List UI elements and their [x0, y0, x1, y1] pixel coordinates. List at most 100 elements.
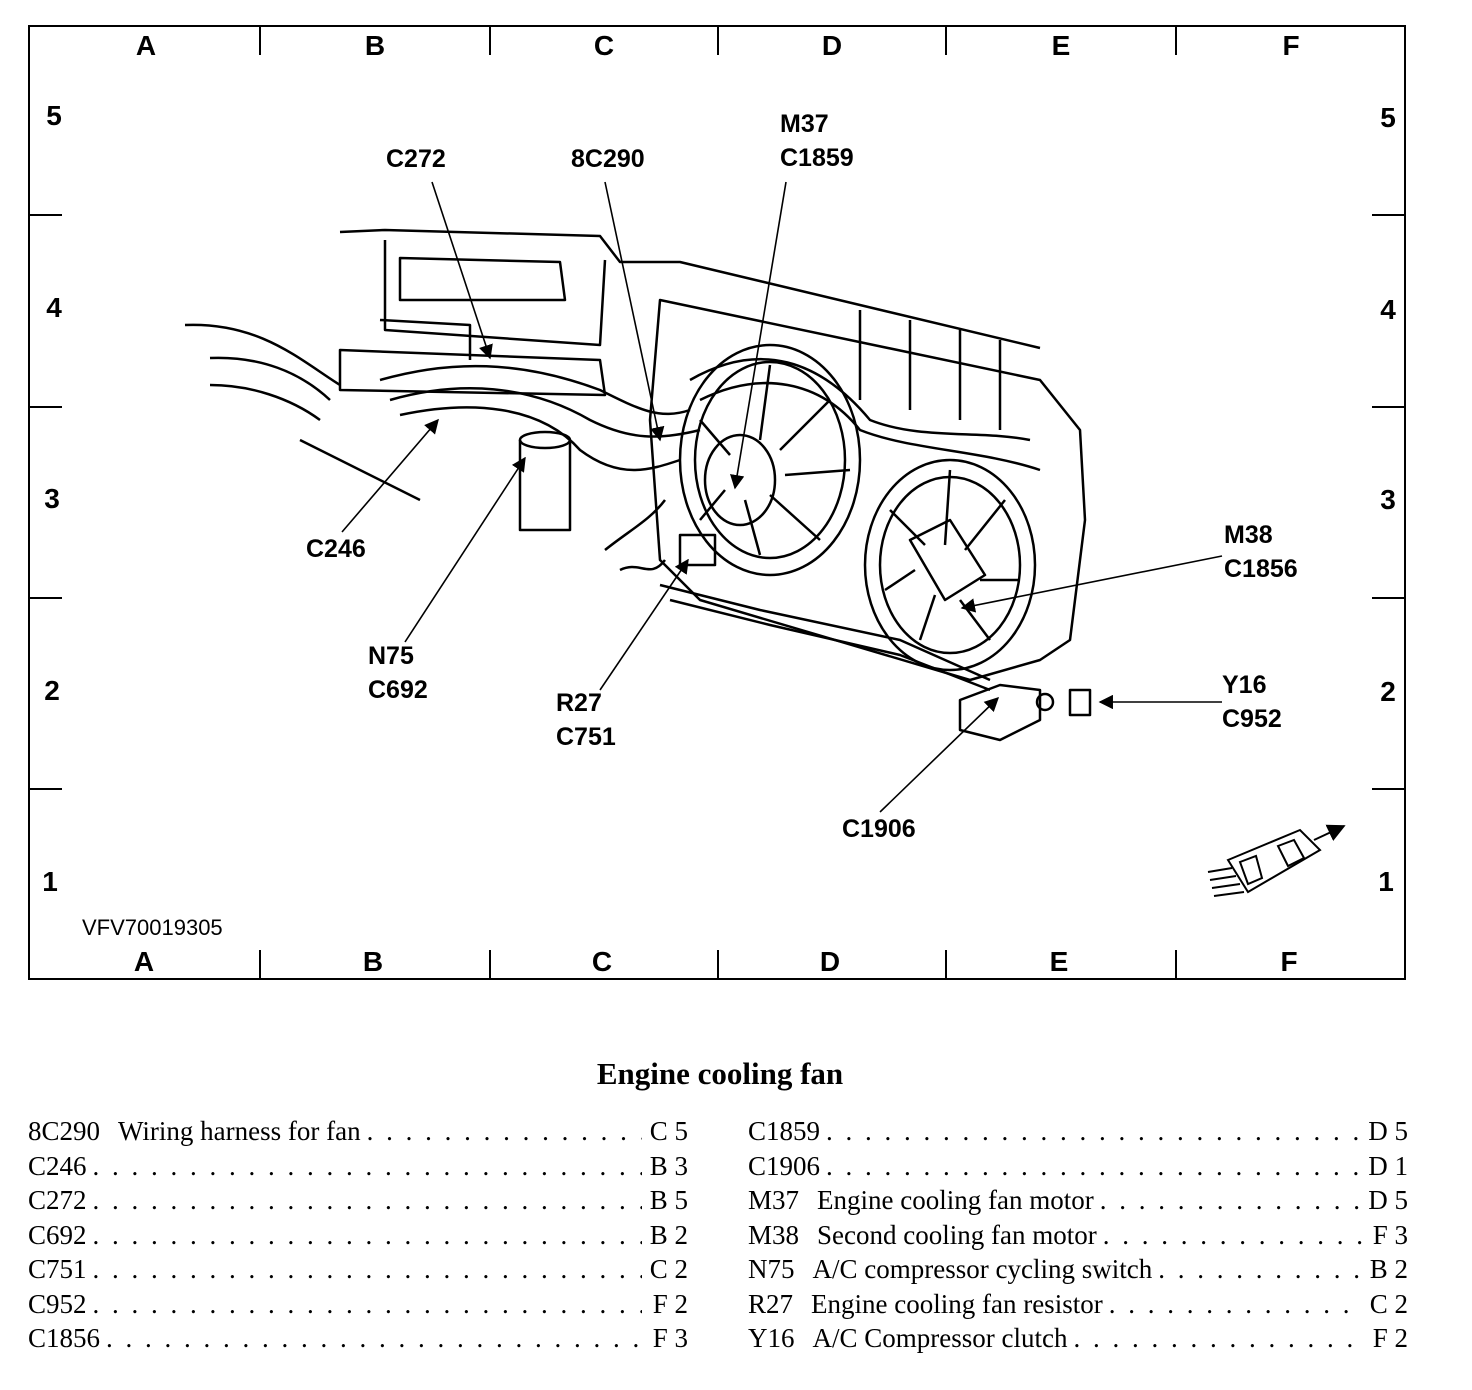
column-label-top-f: F: [1282, 30, 1300, 61]
figure-title: Engine cooling fan: [596, 1056, 844, 1091]
leader-dots: [1103, 1220, 1362, 1251]
legend-description: Engine cooling fan motor: [817, 1185, 1094, 1215]
legend-code: 8C290: [28, 1116, 101, 1146]
legend-row: C272 B 5: [28, 1185, 688, 1220]
legend-description: Engine cooling fan resistor: [811, 1288, 1103, 1319]
leader-dots: [1158, 1254, 1362, 1285]
leader-dots: [826, 1116, 1362, 1147]
callout-8c290: 8C290: [571, 142, 645, 176]
callout-line: C751: [556, 723, 616, 751]
legend-row: C1859 D 5: [748, 1116, 1408, 1151]
leader-dots: [1100, 1185, 1362, 1216]
row-label-left-5: 5: [46, 100, 62, 131]
legend-description: Second cooling fan motor: [817, 1219, 1097, 1250]
row-label-right-2: 2: [1380, 676, 1396, 707]
legend-location: D 5: [1368, 1185, 1408, 1215]
column-label-top-b: B: [364, 30, 386, 61]
legend-code: C1856: [28, 1323, 101, 1353]
legend-row: C1856 F 3: [28, 1323, 688, 1358]
row-label-left-4: 4: [46, 292, 62, 323]
legend-row: C692 B 2: [28, 1220, 688, 1255]
legend-right-column: C1859 D 5 C1906 D 1 M37 Engine cooling f…: [748, 1116, 1408, 1358]
callout-r27-c751: R27 C751: [556, 686, 616, 754]
column-label-top-d: D: [821, 30, 843, 61]
column-label-bottom-f: F: [1280, 946, 1298, 977]
legend-description: A/C compressor cycling switch: [812, 1254, 1153, 1284]
column-label-bottom-b: B: [362, 946, 384, 977]
legend-location: D 1: [1368, 1150, 1408, 1181]
row-label-left-2: 2: [44, 675, 60, 706]
column-label-top-e: E: [1051, 30, 1071, 61]
callout-y16-c952: Y16 C952: [1222, 668, 1282, 736]
callout-n75-c692: N75 C692: [368, 639, 428, 707]
legend-row: R27 Engine cooling fan resistor C 2: [748, 1289, 1408, 1324]
row-label-right-4: 4: [1380, 294, 1396, 325]
legend-location: B 2: [649, 1219, 688, 1250]
legend-row: N75 A/C compressor cycling switch B 2: [748, 1254, 1408, 1289]
leader-dots: [93, 1289, 642, 1320]
legend-code: C751: [28, 1254, 87, 1284]
vehicle-orientation-icon: [1207, 824, 1346, 897]
row-label-left-1: 1: [42, 866, 58, 897]
legend-location: C 5: [649, 1116, 688, 1146]
column-label-top-a: A: [135, 30, 157, 61]
row-label-left-3: 3: [44, 483, 60, 514]
column-label-bottom-d: D: [819, 946, 841, 977]
legend-code: C1906: [748, 1150, 821, 1181]
callout-line: M38: [1224, 521, 1273, 549]
callout-line: 8C290: [571, 145, 645, 173]
callout-line: C246: [306, 535, 366, 563]
legend-location: B 3: [649, 1150, 688, 1181]
legend-code: C272: [28, 1185, 87, 1215]
legend-code: M38: [748, 1219, 800, 1250]
row-label-right-1: 1: [1378, 866, 1394, 897]
legend-row: 8C290 Wiring harness for fan C 5: [28, 1116, 688, 1151]
legend-code: C1859: [748, 1116, 821, 1146]
callout-line: M37: [780, 110, 829, 138]
legend-code: R27: [748, 1288, 794, 1319]
leader-dots: [826, 1151, 1362, 1182]
leader-dots: [93, 1254, 642, 1285]
callout-line: R27: [556, 689, 602, 717]
legend-description: Wiring harness for fan: [118, 1116, 361, 1146]
legend-row: C246 B 3: [28, 1151, 688, 1186]
leader-dots: [93, 1151, 642, 1182]
row-label-right-5: 5: [1380, 102, 1396, 133]
callout-line: C952: [1222, 705, 1282, 733]
legend-description: A/C Compressor clutch: [812, 1323, 1068, 1353]
callout-line: Y16: [1222, 671, 1267, 699]
legend-location: B 2: [1369, 1254, 1408, 1284]
legend-location: C 2: [1369, 1288, 1408, 1319]
column-label-top-c: C: [593, 30, 615, 61]
callout-c272: C272: [386, 142, 446, 176]
legend-row: Y16 A/C Compressor clutch F 2: [748, 1323, 1408, 1358]
callout-line: N75: [368, 642, 414, 670]
callout-line: C1906: [842, 815, 916, 843]
row-label-right-3: 3: [1380, 484, 1396, 515]
column-label-bottom-a: A: [133, 946, 155, 977]
callout-m38-c1856: M38 C1856: [1224, 518, 1298, 586]
callout-c246: C246: [306, 532, 366, 566]
legend-code: M37: [748, 1185, 800, 1215]
legend-location: D 5: [1368, 1116, 1408, 1146]
callout-line: C1859: [780, 144, 854, 172]
legend-code: C246: [28, 1150, 87, 1181]
legend-row: M37 Engine cooling fan motor D 5: [748, 1185, 1408, 1220]
legend-location: F 2: [1372, 1323, 1408, 1353]
legend-code: C692: [28, 1219, 87, 1250]
figure-id: VFV70019305: [82, 915, 223, 940]
legend-location: C 2: [649, 1254, 688, 1284]
legend-code: Y16: [748, 1323, 795, 1353]
callout-line: C1856: [1224, 555, 1298, 583]
callout-c1906: C1906: [842, 812, 916, 846]
legend-left-column: 8C290 Wiring harness for fan C 5 C246 B …: [28, 1116, 688, 1358]
legend-location: B 5: [649, 1185, 688, 1215]
leader-dots: [1109, 1289, 1362, 1320]
legend-row: M38 Second cooling fan motor F 3: [748, 1220, 1408, 1255]
leader-dots: [106, 1323, 642, 1354]
legend-location: F 2: [652, 1288, 688, 1319]
legend-location: F 3: [1372, 1219, 1408, 1250]
leader-dots: [367, 1116, 642, 1147]
column-label-bottom-c: C: [591, 946, 613, 977]
